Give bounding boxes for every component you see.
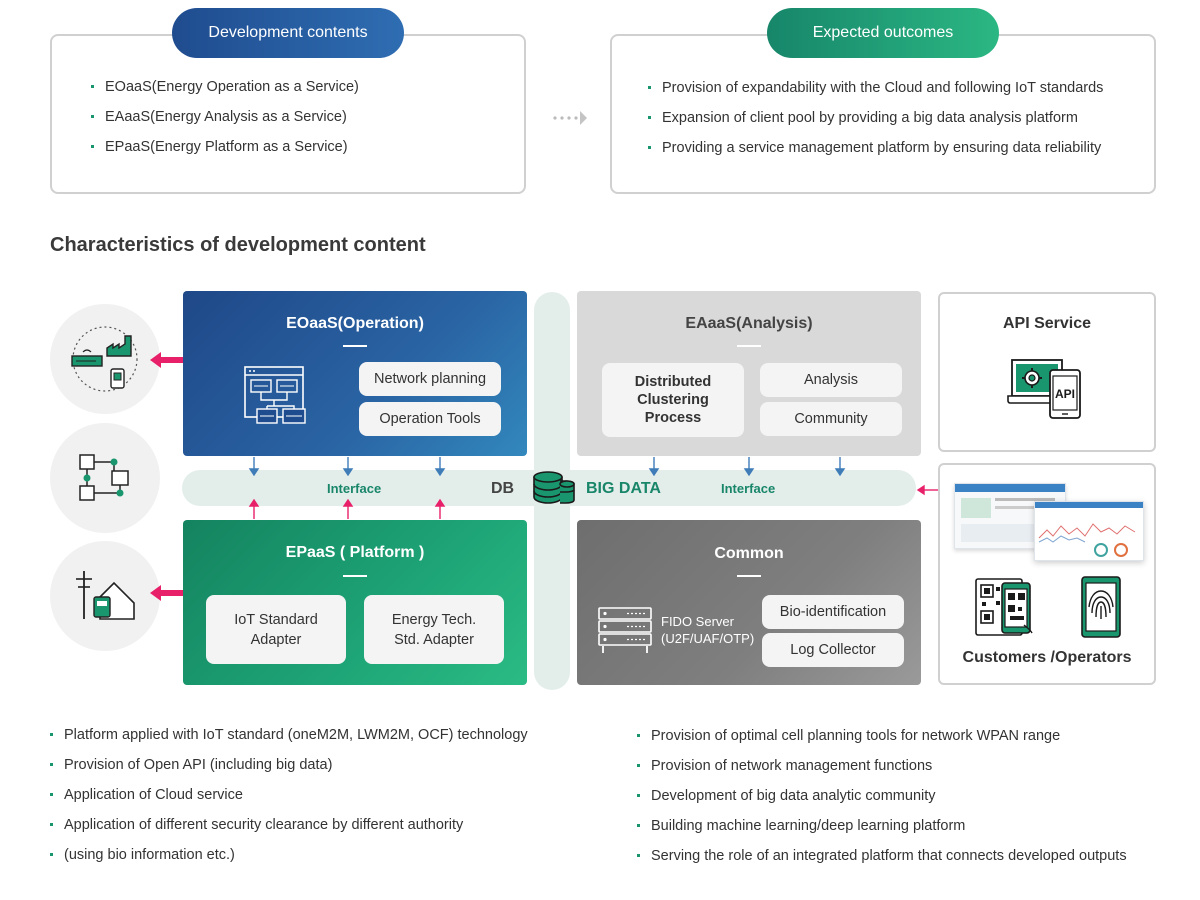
customers-operators-box: Customers /Operators [938, 463, 1156, 685]
api-service-title: API Service [1002, 315, 1092, 332]
api-text-icon: API [1055, 387, 1075, 401]
eoaas-title: EOaaS(Operation) [286, 315, 424, 332]
interface-arrows [248, 457, 938, 519]
list-item: Application of different security cleara… [50, 810, 528, 840]
common-panel: Common FIDO Server (U2F/UAF/OTP) Bio-ide… [577, 520, 921, 685]
list-item: Provision of Open API (including big dat… [50, 750, 528, 780]
iot-devices-circle [50, 304, 160, 414]
network-nodes-icon [79, 454, 129, 501]
server-icon [598, 607, 652, 653]
double-arrow-icon [150, 585, 198, 601]
list-item: Providing a service management platform … [648, 133, 1103, 163]
title-divider [343, 575, 367, 577]
qr-code-phone-icon [975, 578, 1033, 636]
title-divider [343, 345, 367, 347]
network-planning-chip: Network planning [359, 362, 501, 396]
database-icon [533, 471, 575, 504]
expected-outcomes-list: Provision of expandability with the Clou… [648, 73, 1103, 163]
smart-meter-house-circle [50, 541, 160, 651]
epaas-title: EPaaS ( Platform ) [285, 544, 425, 561]
distributed-clustering-chip: Distributed Clustering Process [602, 363, 744, 437]
list-item: EAaaS(Energy Analysis as a Service) [91, 102, 359, 132]
dashboard-screenshot-front [1034, 501, 1144, 561]
expected-outcomes-box [610, 34, 1156, 194]
epaas-panel: EPaaS ( Platform ) IoT Standard Adapter … [183, 520, 527, 685]
development-contents-pill: Development contents [172, 8, 404, 58]
api-service-box: API Service API [938, 292, 1156, 452]
list-item: EPaaS(Energy Platform as a Service) [91, 132, 359, 162]
eoaas-panel: EOaaS(Operation) Network planning Operat… [183, 291, 527, 456]
list-item: Provision of network management function… [637, 751, 1127, 781]
energy-tech-adapter-chip: Energy Tech. Std. Adapter [364, 595, 504, 664]
interface-label-left: Interface [327, 481, 382, 496]
db-label: DB [491, 480, 515, 497]
double-arrow-icon [150, 352, 198, 368]
common-title: Common [714, 545, 784, 562]
list-item: Application of Cloud service [50, 780, 528, 810]
eaaas-panel: EAaaS(Analysis) Distributed Clustering P… [577, 291, 921, 456]
fido-server-protocols: (U2F/UAF/OTP) [661, 631, 755, 646]
smart-meter-house-icon [76, 571, 135, 620]
flowchart-window-icon [244, 366, 306, 424]
list-item: Development of big data analytic communi… [637, 781, 1127, 811]
fingerprint-phone-icon [1081, 576, 1121, 638]
fido-server-name: FIDO Server [661, 614, 734, 629]
big-data-label: BIG DATA [586, 480, 661, 497]
list-item: (using bio information etc.) [50, 840, 528, 870]
community-chip: Community [760, 402, 902, 436]
bottom-right-list: Provision of optimal cell planning tools… [637, 721, 1127, 871]
iot-standard-adapter-chip: IoT Standard Adapter [206, 595, 346, 664]
list-item: Serving the role of an integrated platfo… [637, 841, 1127, 871]
api-laptop-icon: API [1007, 359, 1081, 419]
log-collector-chip: Log Collector [762, 633, 904, 667]
development-contents-list: EOaaS(Energy Operation as a Service) EAa… [91, 72, 359, 162]
analysis-chip: Analysis [760, 363, 902, 397]
network-nodes-circle [50, 423, 160, 533]
operation-tools-chip: Operation Tools [359, 402, 501, 436]
list-item: EOaaS(Energy Operation as a Service) [91, 72, 359, 102]
list-item: Expansion of client pool by providing a … [648, 103, 1103, 133]
list-item: Building machine learning/deep learning … [637, 811, 1127, 841]
bottom-left-list: Platform applied with IoT standard (oneM… [50, 720, 528, 870]
title-divider [737, 575, 761, 577]
eaaas-title: EAaaS(Analysis) [685, 315, 813, 332]
expected-outcomes-pill: Expected outcomes [767, 8, 999, 58]
customers-operators-title: Customers /Operators [962, 649, 1132, 666]
section-title: Characteristics of development content [50, 234, 426, 256]
list-item: Provision of optimal cell planning tools… [637, 721, 1127, 751]
title-divider [737, 345, 761, 347]
bio-identification-chip: Bio-identification [762, 595, 904, 629]
list-item: Provision of expandability with the Clou… [648, 73, 1103, 103]
interface-label-right: Interface [721, 481, 776, 496]
iot-devices-icon [71, 326, 138, 392]
list-item: Platform applied with IoT standard (oneM… [50, 720, 528, 750]
fido-server-label: FIDO Server (U2F/UAF/OTP) [661, 613, 754, 647]
dotted-arrow-icon [553, 111, 587, 125]
